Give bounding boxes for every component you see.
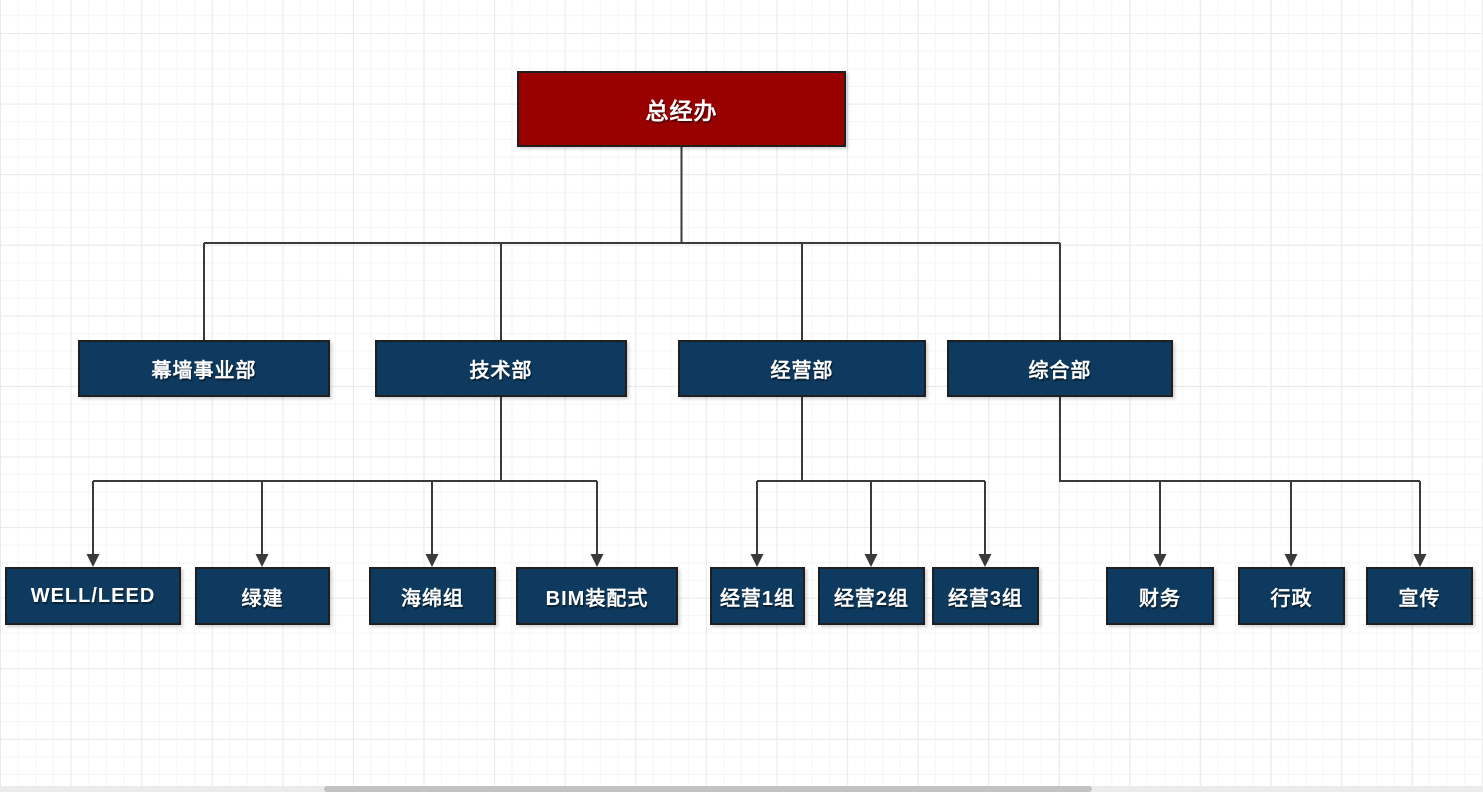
org-node-green-building-group[interactable]: 绿建 bbox=[195, 567, 330, 625]
connector-root-to-departments[interactable] bbox=[203, 147, 1061, 340]
org-node-finance-group[interactable]: 财务 bbox=[1106, 567, 1214, 625]
org-node-label: 经营3组 bbox=[947, 587, 1024, 610]
org-node-bim-prefab-group[interactable]: BIM装配式 bbox=[516, 567, 678, 625]
org-node-label: 幕墙事业部 bbox=[151, 360, 257, 382]
org-node-label: 技术部 bbox=[469, 360, 533, 382]
org-node-label: 宣传 bbox=[1398, 587, 1441, 610]
org-node-label: 绿建 bbox=[241, 587, 284, 610]
org-node-operations-group-1[interactable]: 经营1组 bbox=[710, 567, 805, 625]
org-node-label: BIM装配式 bbox=[545, 587, 649, 610]
org-node-curtain-wall-division[interactable]: 幕墙事业部 bbox=[78, 340, 330, 397]
connector-operations-children[interactable] bbox=[750, 396, 992, 567]
org-node-general-affairs-dept[interactable]: 综合部 bbox=[947, 340, 1173, 397]
org-node-publicity-group[interactable]: 宣传 bbox=[1366, 567, 1473, 625]
org-node-sponge-group[interactable]: 海绵组 bbox=[369, 567, 496, 625]
connector-technology-children[interactable] bbox=[86, 396, 604, 567]
org-node-label: 财务 bbox=[1139, 587, 1181, 610]
org-node-label: 综合部 bbox=[1028, 360, 1092, 382]
horizontal-scrollbar bbox=[0, 786, 1483, 792]
org-node-label: 总经办 bbox=[645, 98, 718, 124]
org-node-label: WELL/LEED bbox=[30, 584, 156, 607]
org-node-operations-dept[interactable]: 经营部 bbox=[678, 340, 926, 397]
org-node-general-manager-office[interactable]: 总经办 bbox=[517, 71, 846, 147]
scrollbar-thumb[interactable] bbox=[324, 786, 1092, 792]
org-node-administration-group[interactable]: 行政 bbox=[1238, 567, 1345, 625]
org-node-operations-group-3[interactable]: 经营3组 bbox=[932, 567, 1039, 625]
org-node-operations-group-2[interactable]: 经营2组 bbox=[818, 567, 925, 625]
org-node-label: 经营2组 bbox=[833, 587, 910, 610]
org-node-label: 经营部 bbox=[770, 360, 834, 382]
org-node-technology-dept[interactable]: 技术部 bbox=[375, 340, 627, 397]
org-node-label: 海绵组 bbox=[401, 587, 464, 610]
org-node-label: 经营1组 bbox=[719, 587, 796, 610]
org-node-well-leed-group[interactable]: WELL/LEED bbox=[5, 567, 181, 625]
org-node-label: 行政 bbox=[1270, 587, 1313, 610]
connector-general-affairs-children[interactable] bbox=[1059, 396, 1427, 567]
